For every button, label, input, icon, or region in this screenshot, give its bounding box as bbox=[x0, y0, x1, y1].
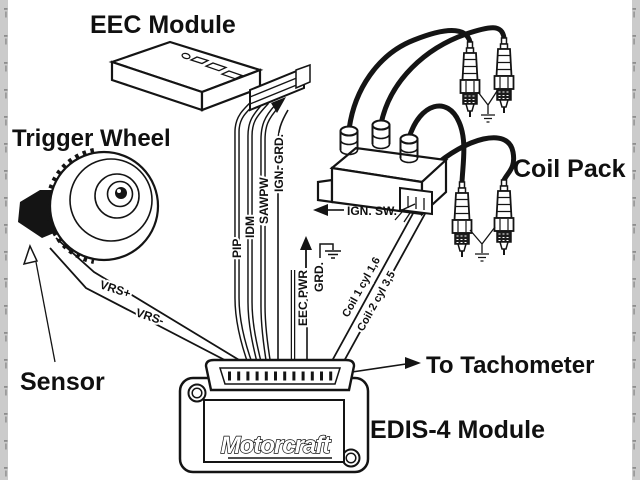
wire-sawpw bbox=[260, 104, 280, 367]
label-edis-module: EDIS-4 Module bbox=[370, 416, 545, 444]
label-eec-pwr: EEC PWR bbox=[296, 270, 310, 326]
coil-pack-drawing bbox=[316, 25, 517, 223]
wire-tachometer bbox=[351, 363, 407, 373]
coil-towers bbox=[339, 119, 419, 164]
wire-coil-1 bbox=[326, 207, 417, 371]
eec-connector bbox=[249, 63, 311, 112]
label-ign-grd: IGN. GRD. bbox=[272, 134, 286, 192]
trigger-wheel-drawing bbox=[18, 148, 160, 264]
label-pip: PIP bbox=[230, 239, 244, 258]
wire-coil-2 bbox=[337, 211, 427, 373]
wire-pip bbox=[234, 95, 260, 367]
wire-ign-grd bbox=[277, 109, 289, 366]
ground-symbol-bottom-plugs bbox=[469, 226, 496, 262]
label-ign-sw: IGN. SW. bbox=[347, 204, 397, 218]
sawpw-arrowhead bbox=[271, 97, 286, 113]
label-to-tachometer: To Tachometer bbox=[426, 352, 594, 379]
ground-symbol-top-plugs bbox=[477, 87, 500, 123]
label-coil-pack: Coil Pack bbox=[513, 155, 626, 183]
wire-vrs-plus bbox=[55, 237, 250, 367]
label-grd: GRD. bbox=[312, 262, 326, 292]
sensor-pointer-arrow bbox=[22, 243, 56, 363]
right-edge-strip bbox=[632, 0, 640, 480]
wire-idm bbox=[247, 100, 270, 367]
spark-plug-cables bbox=[346, 25, 517, 185]
eec-pwr-arrow bbox=[300, 236, 312, 268]
label-idm: IDM bbox=[243, 216, 257, 238]
edis-module-drawing: Motorcraft bbox=[178, 358, 370, 474]
label-eec-module: EEC Module bbox=[90, 11, 236, 39]
wiring-harness bbox=[49, 95, 427, 373]
tachometer-arrow bbox=[405, 357, 421, 369]
motorcraft-logo: Motorcraft bbox=[221, 432, 332, 459]
ignition-switch-arrow bbox=[313, 203, 416, 216]
label-sawpw: SAWPW bbox=[257, 177, 271, 224]
left-edge-strip bbox=[0, 0, 8, 480]
wire-vrs-minus bbox=[49, 247, 243, 370]
eec-module-drawing bbox=[108, 40, 311, 113]
label-trigger-wheel: Trigger Wheel bbox=[12, 125, 171, 152]
label-sensor: Sensor bbox=[20, 368, 105, 396]
ground-symbol-grd-wire bbox=[319, 243, 341, 259]
edis-connector bbox=[204, 358, 356, 392]
